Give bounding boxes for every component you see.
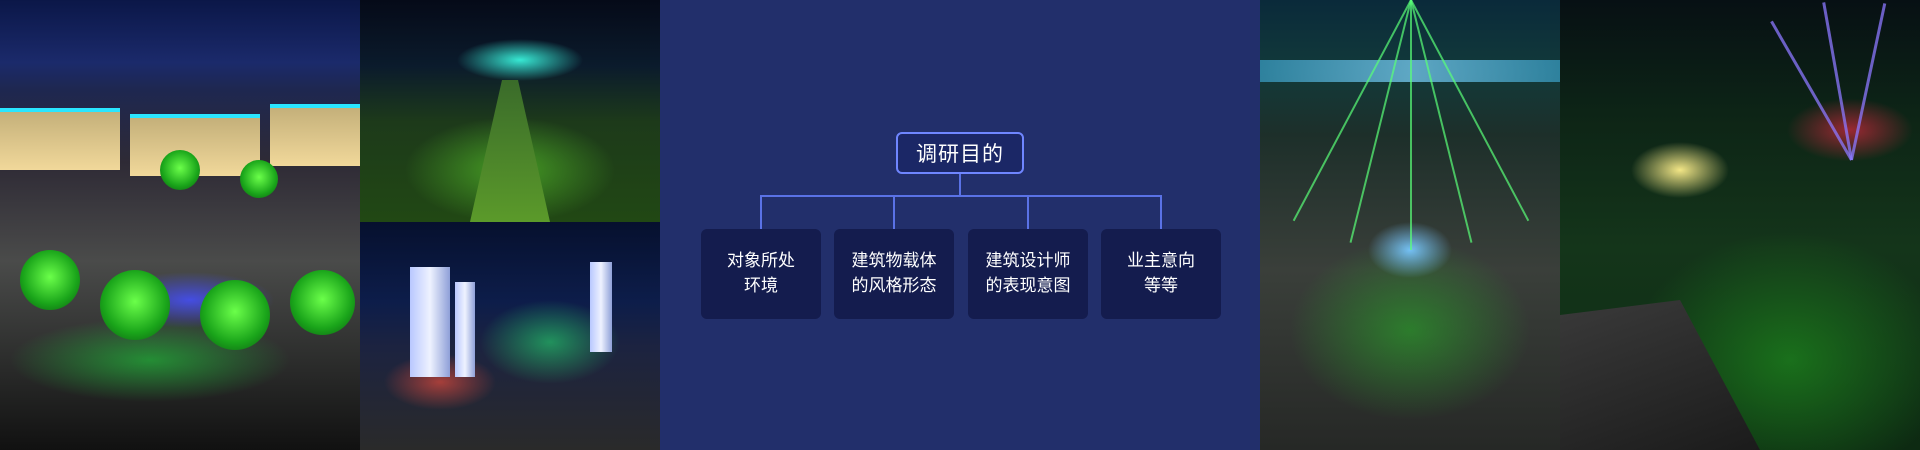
branch-connector-3 (1027, 195, 1029, 229)
tree-6 (240, 160, 278, 198)
tree-5 (160, 150, 200, 190)
root-node: 调研目的 (896, 132, 1024, 174)
root-connector (959, 174, 961, 195)
child-node-owner-intent: 业主意向 等等 (1101, 229, 1221, 319)
night-city-photo (360, 222, 660, 450)
tree-2 (100, 270, 170, 340)
night-plaza-photo (0, 0, 360, 450)
tree-4 (290, 270, 355, 335)
tower-3 (590, 262, 612, 352)
road (1560, 300, 1760, 450)
child-node-line: 建筑物载体 (851, 251, 937, 271)
child-node-building-style: 建筑物载体 的风格形态 (834, 229, 954, 319)
child-node-line: 业主意向 (1127, 251, 1195, 271)
lit-building-right (270, 104, 360, 166)
lit-building-left (0, 108, 120, 170)
horizontal-connector (760, 195, 1162, 197)
child-node-line: 环境 (744, 276, 778, 296)
night-stadium-photo (1560, 0, 1920, 450)
child-node-line: 的风格形态 (851, 276, 937, 296)
branch-connector-1 (760, 195, 762, 229)
child-node-line: 的表现意图 (985, 276, 1071, 296)
child-node-line: 对象所处 (727, 251, 795, 271)
tree-1 (20, 250, 80, 310)
night-park-photo (360, 0, 660, 222)
child-node-architect-intent: 建筑设计师 的表现意图 (968, 229, 1088, 319)
child-node-line: 等等 (1144, 276, 1178, 296)
laser-beam (1292, 0, 1412, 222)
laser-beam (1410, 0, 1412, 250)
laser-beam (1410, 0, 1530, 222)
tower-1 (410, 267, 450, 377)
child-node-line: 建筑设计师 (985, 251, 1071, 271)
laser-beam (1349, 0, 1412, 243)
branch-connector-2 (893, 195, 895, 229)
branch-connector-4 (1160, 195, 1162, 229)
research-purpose-diagram: 调研目的 对象所处 环境 建筑物载体 的风格形态 建筑设计师 的表现意图 业主意… (660, 0, 1260, 450)
tree-3 (200, 280, 270, 350)
night-fountain-square-photo (1260, 0, 1560, 450)
laser-beam (1410, 0, 1473, 243)
tower-2 (455, 282, 475, 377)
park-path (470, 80, 550, 222)
child-node-environment: 对象所处 环境 (701, 229, 821, 319)
light-ray (1850, 3, 1887, 161)
